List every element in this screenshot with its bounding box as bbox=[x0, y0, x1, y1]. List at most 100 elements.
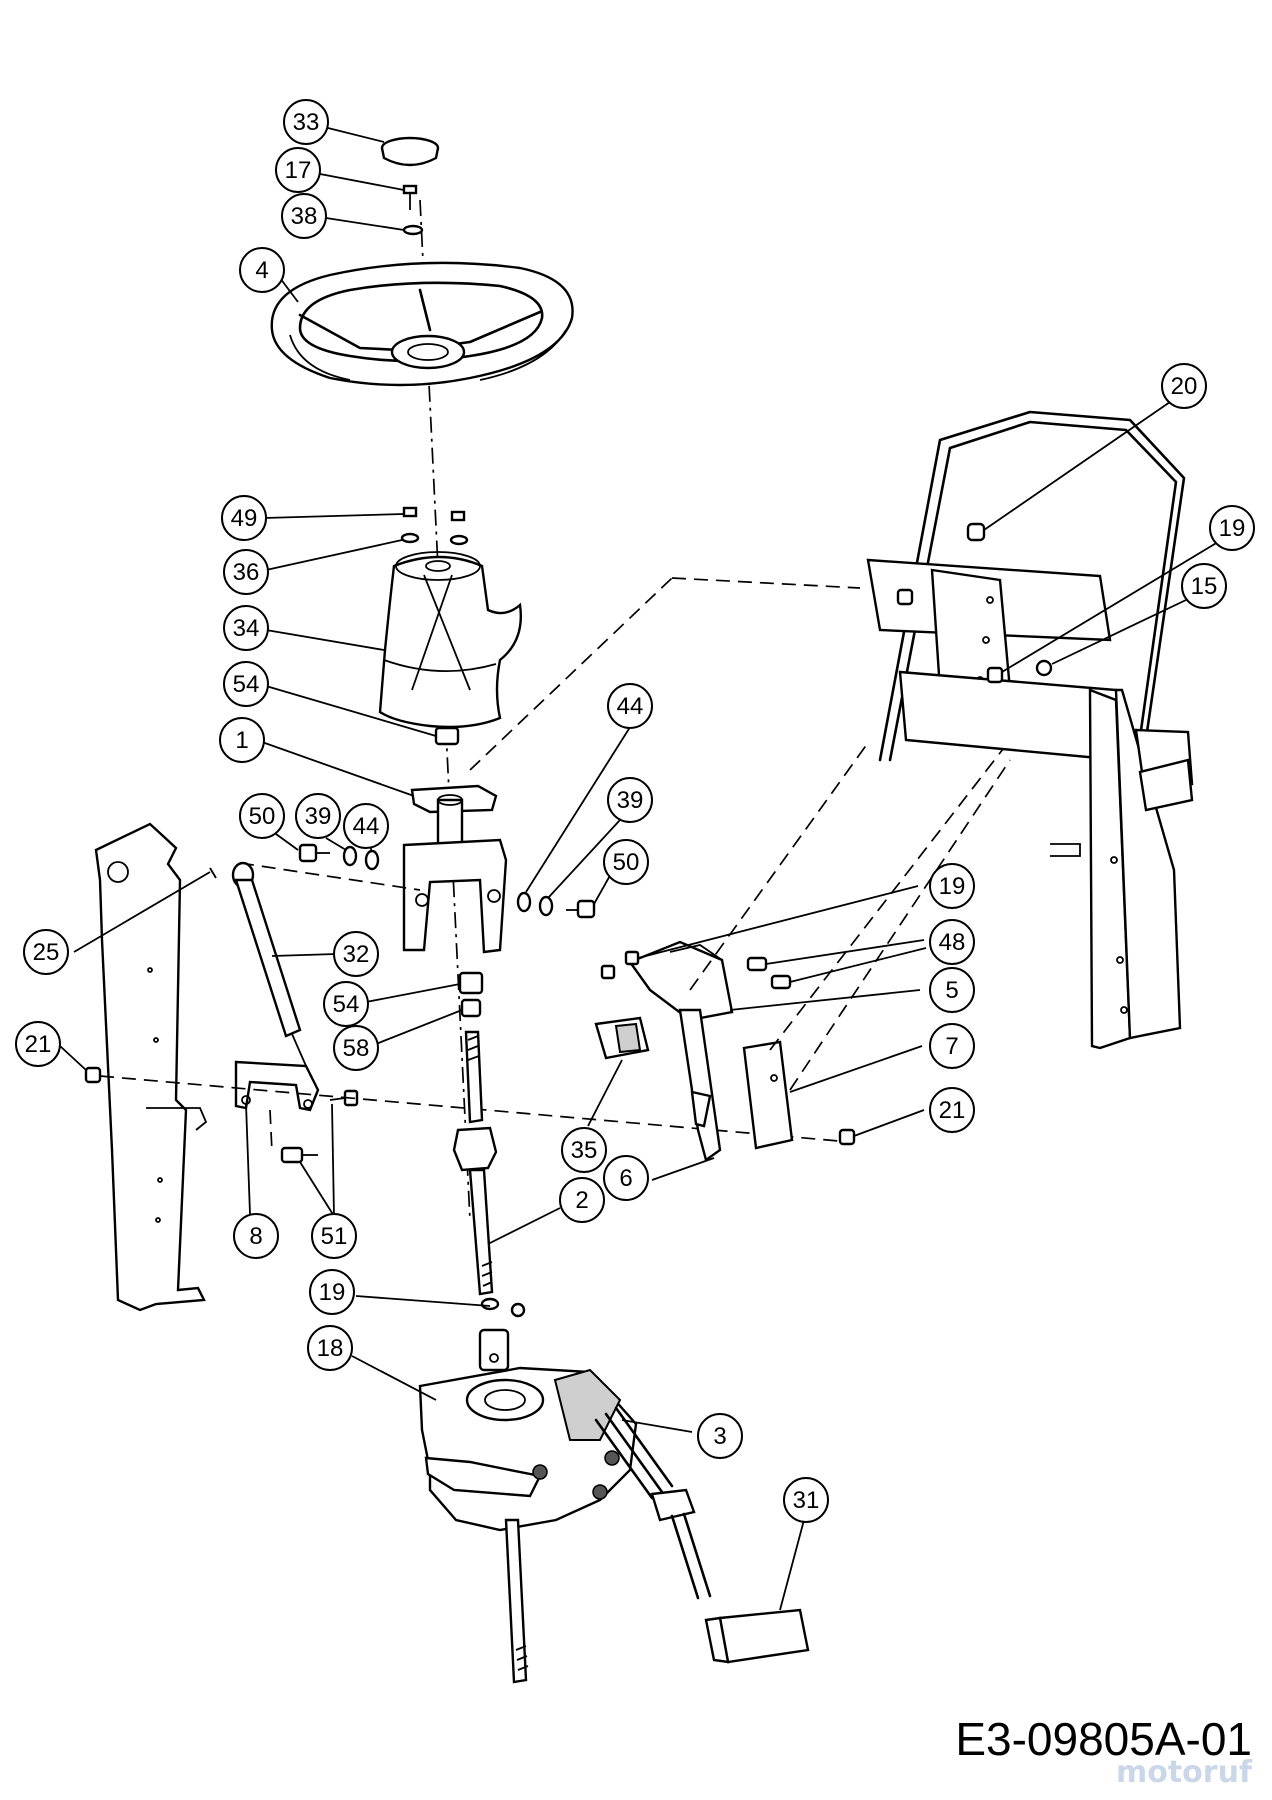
leader-15 bbox=[1051, 599, 1187, 665]
callout-1: 1 bbox=[219, 717, 265, 763]
leader-17 bbox=[319, 173, 405, 191]
callout-25: 25 bbox=[23, 929, 69, 975]
callout-39-left: 39 bbox=[295, 793, 341, 839]
callout-54-top: 54 bbox=[223, 661, 269, 707]
nut-frame-left-part bbox=[896, 588, 914, 606]
svg-text:19: 19 bbox=[319, 1279, 346, 1306]
svg-text:32: 32 bbox=[343, 941, 370, 968]
nut-44-left-part bbox=[364, 849, 380, 871]
callout-4: 4 bbox=[239, 247, 285, 293]
leader-6 bbox=[651, 1157, 715, 1181]
svg-text:21: 21 bbox=[939, 1097, 966, 1124]
leader-25 bbox=[73, 871, 211, 953]
steering-wheel-part bbox=[270, 261, 574, 387]
svg-text:21: 21 bbox=[25, 1031, 52, 1058]
callout-44-right: 44 bbox=[607, 683, 653, 729]
svg-text:39: 39 bbox=[305, 803, 332, 830]
svg-text:38: 38 bbox=[291, 203, 318, 230]
callout-51: 51 bbox=[311, 1213, 357, 1259]
leader-50-left bbox=[275, 833, 299, 851]
column-bracket-1-part bbox=[402, 784, 508, 954]
leader-58 bbox=[375, 1009, 463, 1045]
callout-19-lever: 19 bbox=[929, 863, 975, 909]
svg-text:18: 18 bbox=[317, 1335, 344, 1362]
callout-44-left: 44 bbox=[343, 803, 389, 849]
svg-text:49: 49 bbox=[231, 505, 258, 532]
leader-51 bbox=[299, 1161, 335, 1217]
svg-text:58: 58 bbox=[343, 1035, 370, 1062]
callout-54-lower: 54 bbox=[323, 981, 369, 1027]
svg-text:19: 19 bbox=[939, 873, 966, 900]
bolt-left-axis bbox=[239, 862, 421, 891]
leader-8 bbox=[245, 1103, 251, 1215]
leader-39-left bbox=[325, 837, 347, 851]
svg-text:6: 6 bbox=[619, 1165, 632, 1192]
callout-35: 35 bbox=[561, 1127, 607, 1173]
nut-44-right-part bbox=[516, 891, 532, 913]
svg-text:51: 51 bbox=[321, 1223, 348, 1250]
connector-lever-to-frame bbox=[689, 739, 871, 991]
svg-text:15: 15 bbox=[1191, 573, 1218, 600]
callout-17: 17 bbox=[275, 147, 321, 193]
left-frame-plate-part bbox=[94, 822, 208, 1312]
callout-58: 58 bbox=[333, 1025, 379, 1071]
svg-text:33: 33 bbox=[293, 109, 320, 136]
watermark-logo: motoruf bbox=[1115, 1755, 1252, 1790]
gas-spring-32-part bbox=[231, 861, 311, 1076]
svg-text:5: 5 bbox=[945, 977, 958, 1004]
connector-bracket-to-frame bbox=[469, 577, 673, 771]
svg-text:17: 17 bbox=[285, 157, 312, 184]
svg-text:1: 1 bbox=[235, 727, 248, 754]
leader-19-lever bbox=[637, 885, 919, 959]
bolt-51-axis bbox=[269, 1109, 273, 1153]
leader-3 bbox=[621, 1419, 693, 1433]
leader-33 bbox=[327, 127, 385, 143]
leader-5 bbox=[729, 989, 921, 1011]
leader-19-top bbox=[1001, 541, 1219, 673]
svg-text:7: 7 bbox=[945, 1033, 958, 1060]
leader-44-right bbox=[525, 723, 633, 893]
leader-1 bbox=[261, 741, 415, 797]
plate-7-part bbox=[742, 1040, 794, 1150]
steering-gearbox-3-part bbox=[418, 1366, 712, 1684]
leader-31 bbox=[779, 1519, 805, 1611]
svg-text:39: 39 bbox=[617, 787, 644, 814]
bolt-48-a-part bbox=[746, 956, 768, 972]
lever-bracket-5-part bbox=[628, 940, 734, 1022]
bolt-50-left-part bbox=[298, 843, 330, 863]
svg-text:19: 19 bbox=[1219, 515, 1246, 542]
callout-48: 48 bbox=[929, 919, 975, 965]
washer-15-part bbox=[1035, 659, 1053, 677]
washer-36-part bbox=[400, 532, 469, 546]
callout-6: 6 bbox=[603, 1155, 649, 1201]
svg-text:4: 4 bbox=[255, 257, 268, 284]
svg-text:8: 8 bbox=[249, 1223, 262, 1250]
pedal-lever-6-part bbox=[678, 1008, 722, 1162]
leader-21-right bbox=[853, 1109, 925, 1137]
svg-text:54: 54 bbox=[333, 991, 360, 1018]
coupler-part bbox=[478, 1328, 510, 1372]
washer-39-left-part bbox=[342, 845, 358, 867]
leader-34 bbox=[265, 629, 385, 651]
callout-31: 31 bbox=[783, 1477, 829, 1523]
callout-5: 5 bbox=[929, 967, 975, 1013]
seat-frame-part bbox=[866, 410, 1194, 1050]
callout-36: 36 bbox=[223, 549, 269, 595]
callout-50-right: 50 bbox=[603, 839, 649, 885]
svg-text:48: 48 bbox=[939, 929, 966, 956]
callout-38: 38 bbox=[281, 193, 327, 239]
svg-text:3: 3 bbox=[713, 1423, 726, 1450]
callout-39-right: 39 bbox=[607, 777, 653, 823]
connector-frame-top bbox=[671, 577, 861, 589]
svg-text:50: 50 bbox=[613, 849, 640, 876]
callout-2: 2 bbox=[559, 1177, 605, 1223]
callout-34: 34 bbox=[223, 605, 269, 651]
connector-plate-to-frame-2 bbox=[789, 759, 1011, 1091]
callout-32: 32 bbox=[333, 931, 379, 977]
svg-text:44: 44 bbox=[617, 693, 644, 720]
svg-text:50: 50 bbox=[249, 803, 276, 830]
leader-54-top bbox=[265, 685, 437, 737]
leader-39-right bbox=[547, 819, 621, 899]
svg-text:54: 54 bbox=[233, 671, 260, 698]
svg-text:25: 25 bbox=[33, 939, 60, 966]
